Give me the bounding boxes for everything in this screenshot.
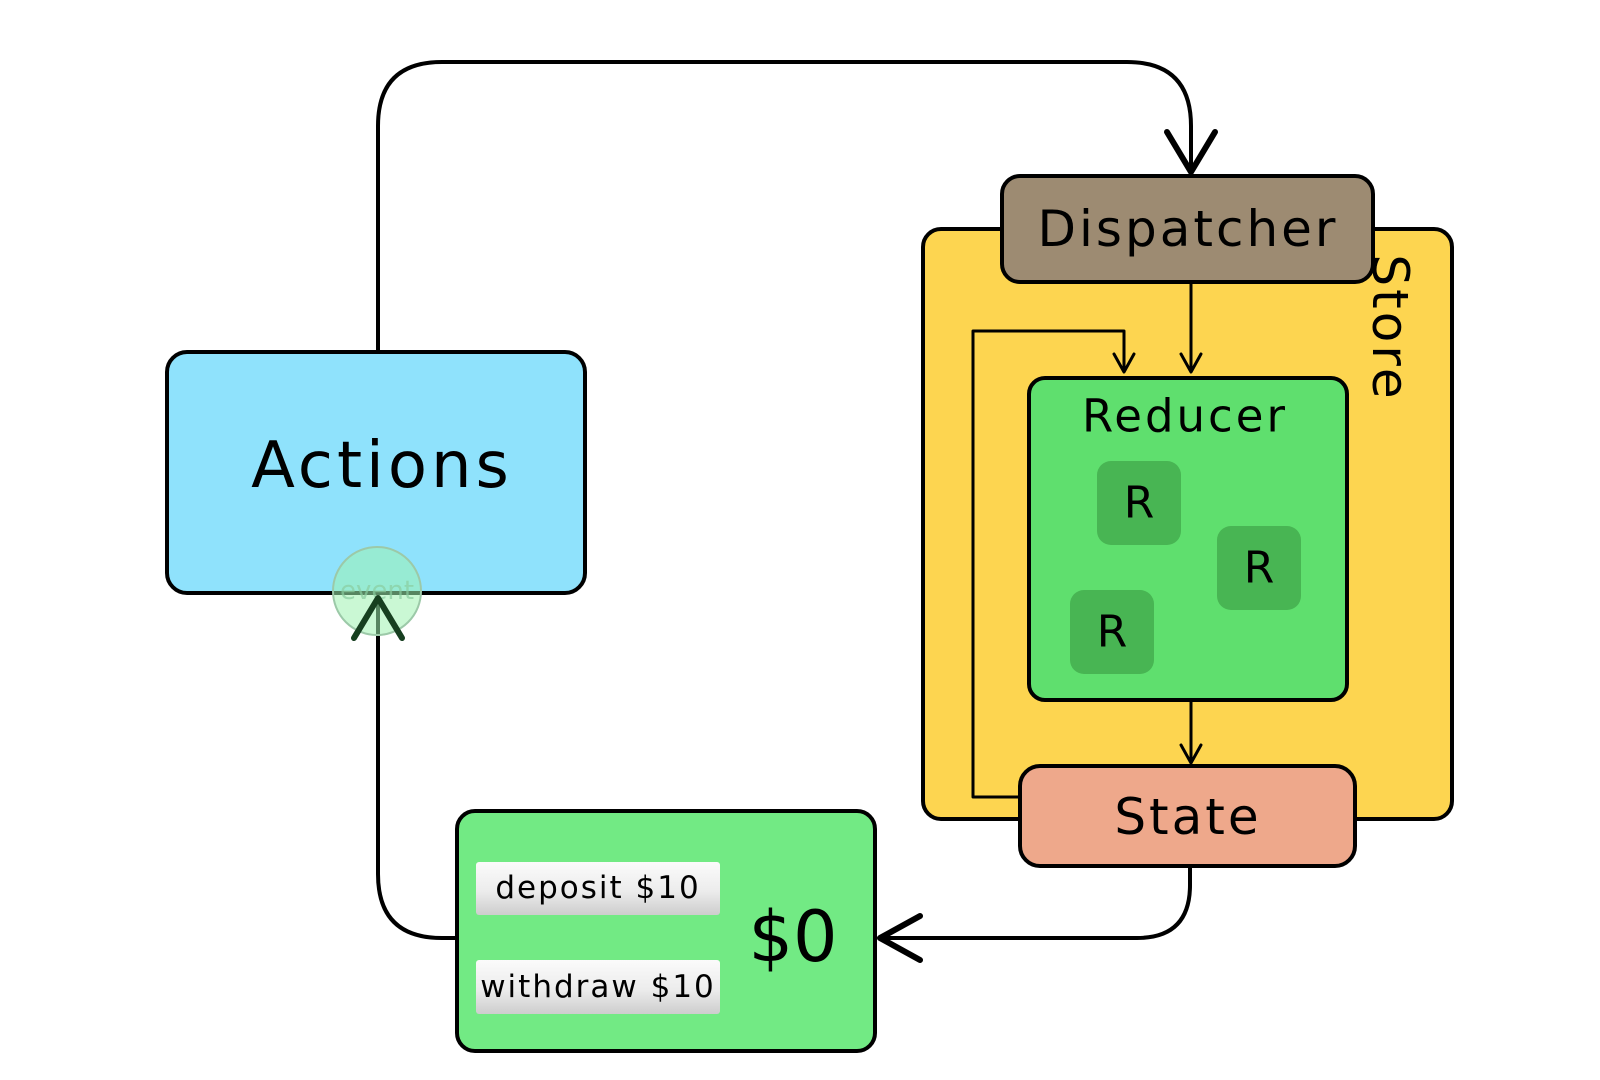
deposit-button-label: deposit $10	[495, 870, 700, 906]
sub-reducer-label: R	[1124, 478, 1155, 529]
withdraw-button-label: withdraw $10	[480, 969, 716, 1005]
view-to-actions-connector	[376, 598, 459, 940]
reducer-label: Reducer	[1082, 390, 1288, 443]
state-box	[1018, 764, 1357, 868]
sub-reducer-r3: R	[1070, 590, 1154, 674]
actions-label: Actions	[251, 429, 513, 503]
balance-display: $0	[748, 896, 837, 978]
actions-arrowhead	[351, 595, 405, 641]
state-loopback-connector	[971, 329, 1126, 799]
store-label: Store	[1361, 254, 1419, 401]
view-arrowhead	[877, 913, 923, 963]
sub-reducer-r2: R	[1217, 526, 1301, 610]
dispatcher-arrowhead	[1164, 129, 1218, 175]
state-to-view-connector	[878, 866, 1192, 940]
withdraw-button[interactable]: withdraw $10	[476, 960, 720, 1014]
event-marker: event	[332, 546, 422, 636]
sub-reducer-label: R	[1244, 543, 1275, 594]
sub-reducer-r1: R	[1097, 461, 1181, 545]
dispatcher-label: Dispatcher	[1038, 200, 1339, 258]
state-arrowhead	[1179, 743, 1203, 765]
loopback-arrowhead	[1112, 352, 1136, 374]
dispatcher-box	[1000, 174, 1375, 284]
actions-to-dispatcher-connector	[376, 60, 1193, 354]
sub-reducer-label: R	[1097, 607, 1128, 658]
state-label: State	[1114, 788, 1261, 846]
deposit-button[interactable]: deposit $10	[476, 862, 720, 915]
reducer-arrowhead	[1179, 352, 1203, 374]
